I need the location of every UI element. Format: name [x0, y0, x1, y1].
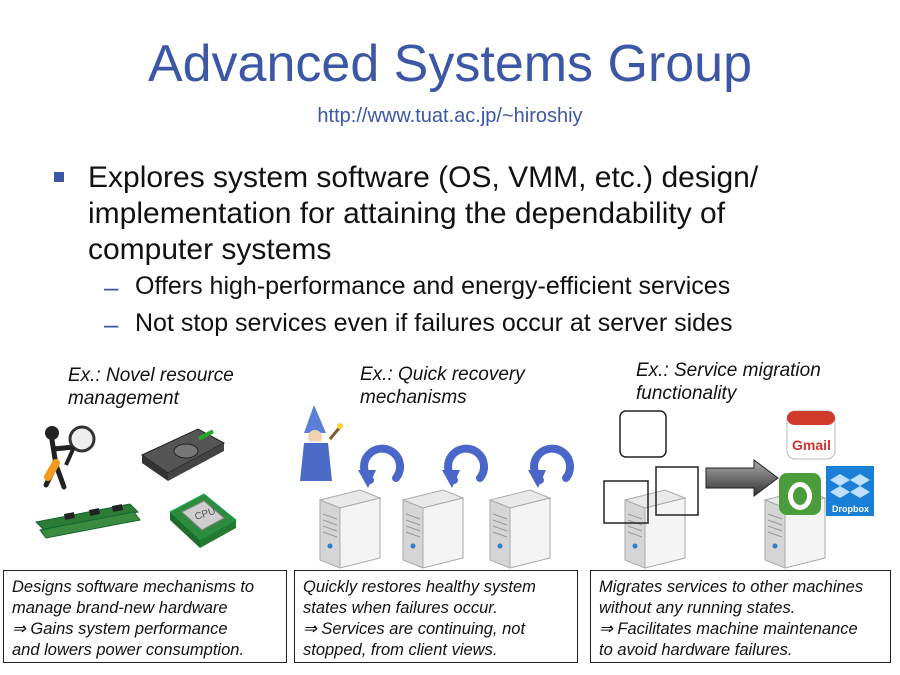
bullet-square-icon — [54, 172, 64, 182]
box-1-line-4: and lowers power consumption. — [12, 641, 245, 659]
sub-bullet-dash: – — [104, 309, 119, 339]
box-1-line-2: manage brand-new hardware — [12, 599, 228, 617]
box-1-line-3: ⇒ Gains system performance — [12, 620, 228, 638]
server-icon — [401, 489, 465, 569]
server-icon — [318, 489, 382, 569]
sub-bullet-1: Offers high-performance and energy-effic… — [135, 272, 731, 300]
sub-bullet-2: Not stop services even if failures occur… — [135, 309, 733, 337]
recovery-arrow-icon — [358, 444, 404, 488]
group-url[interactable]: http://www.tuat.ac.jp/~hiroshiy — [317, 105, 583, 127]
memory-module-icon — [34, 503, 141, 539]
example-1-line-1: Ex.: Novel resource — [68, 365, 234, 386]
box-3-line-4: to avoid hardware failures. — [599, 641, 793, 659]
box-2-line-1: Quickly restores healthy system — [303, 578, 536, 596]
main-bullet-line-2: implementation for attaining the dependa… — [88, 197, 726, 230]
evernote-logo-icon — [779, 473, 821, 515]
dropbox-label: Dropbox — [832, 504, 869, 514]
main-bullet-line-3: computer systems — [88, 233, 332, 266]
example-caption-2: Ex.: Quick recovery mechanisms — [360, 363, 525, 409]
cpu-chip-icon: CPU — [169, 493, 237, 548]
box-3-line-1: Migrates services to other machines — [599, 578, 864, 596]
box-1-line-1: Designs software mechanisms to — [12, 578, 255, 596]
box-3-line-2: without any running states. — [599, 599, 796, 617]
example-2-line-2: mechanisms — [360, 387, 467, 408]
description-box-1: Designs software mechanisms to manage br… — [3, 570, 287, 663]
magnifier-figure-icon — [43, 425, 96, 490]
example-2-line-1: Ex.: Quick recovery — [360, 364, 525, 385]
example-3-line-1: Ex.: Service migration — [636, 360, 821, 381]
recovery-arrow-icon — [528, 444, 574, 488]
example-caption-3: Ex.: Service migration functionality — [636, 359, 821, 405]
recovery-arrow-icon — [442, 444, 488, 488]
dropbox-logo-icon: Dropbox — [826, 466, 874, 516]
gmail-label: Gmail — [792, 437, 831, 453]
box-2-line-3: ⇒ Services are continuing, not — [303, 620, 526, 638]
box-2-line-2: states when failures occur. — [303, 599, 498, 617]
example-1-line-2: management — [68, 388, 179, 409]
main-bullet-text: Explores system software (OS, VMM, etc.)… — [88, 160, 868, 268]
service-boxes-icon — [603, 410, 699, 524]
example-caption-1: Ex.: Novel resource management — [68, 364, 234, 410]
box-2-line-4: stopped, from client views. — [303, 641, 498, 659]
sub-bullet-dash: – — [104, 272, 119, 302]
description-box-3: Migrates services to other machines with… — [590, 570, 891, 663]
example-3-line-2: functionality — [636, 383, 737, 404]
box-3-line-3: ⇒ Facilitates machine maintenance — [599, 620, 858, 638]
slide-title: Advanced Systems Group — [147, 35, 753, 93]
graphics-card-icon — [140, 428, 226, 481]
server-icon — [488, 489, 552, 569]
main-bullet-line-1: Explores system software (OS, VMM, etc.)… — [88, 161, 759, 194]
description-box-2: Quickly restores healthy system states w… — [294, 570, 578, 663]
migration-arrow-icon — [705, 459, 779, 497]
gmail-logo-icon: Gmail — [786, 410, 836, 460]
wizard-icon — [300, 405, 343, 481]
